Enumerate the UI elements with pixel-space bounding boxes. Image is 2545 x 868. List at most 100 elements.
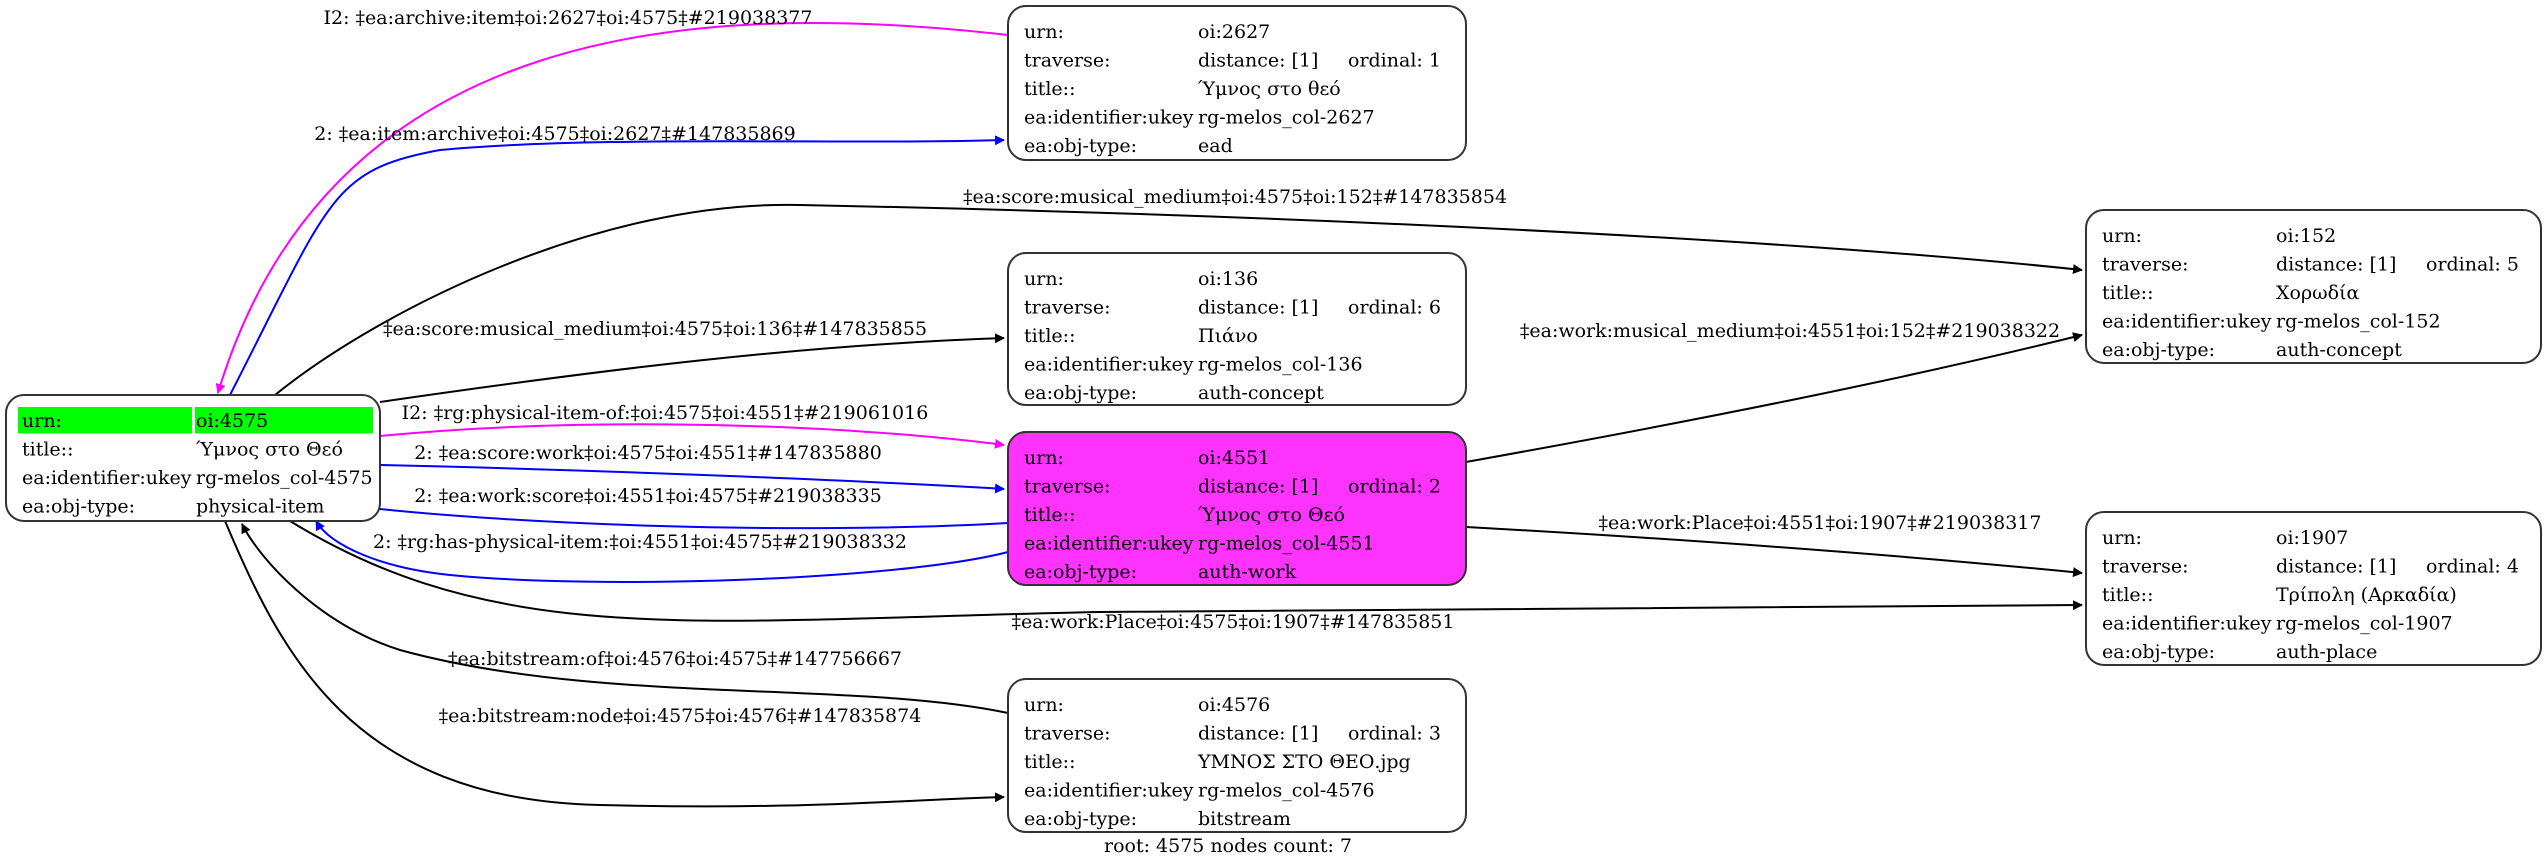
node-field-ordinal: ordinal: 2 xyxy=(1348,476,1441,498)
node-field-key: title:: xyxy=(22,439,73,461)
node-field-value: distance: [1] xyxy=(2276,254,2396,276)
graph-footer: root: 4575 nodes count: 7 xyxy=(1104,835,1352,857)
edge-line xyxy=(224,520,1005,808)
graph-edge[interactable]: 2: ‡ea:score:work‡oi:4575‡oi:4551‡#14783… xyxy=(379,442,1005,494)
graph-edge[interactable]: ‡ea:work:Place‡oi:4551‡oi:1907‡#21903831… xyxy=(1465,512,2083,578)
node-field-key: traverse: xyxy=(1024,476,1111,498)
graph-edge[interactable]: ‡ea:score:musical_medium‡oi:4575‡oi:152‡… xyxy=(274,186,2083,396)
root-highlight-key xyxy=(18,407,192,434)
node-field-key: ea:identifier:ukey xyxy=(2102,613,2272,635)
node-field-key: ea:identifier:ukey xyxy=(1024,354,1194,376)
edge-label: 2: ‡ea:score:work‡oi:4575‡oi:4551‡#14783… xyxy=(414,442,882,464)
graph-edge[interactable]: I2: ‡ea:archive:item‡oi:2627‡oi:4575‡#21… xyxy=(215,7,1009,394)
node-field-value: oi:136 xyxy=(1198,268,1258,290)
node-field-value: auth-work xyxy=(1198,561,1297,583)
graph-edge[interactable]: ‡ea:score:musical_medium‡oi:4575‡oi:136‡… xyxy=(379,318,1005,403)
edge-label: ‡ea:score:musical_medium‡oi:4575‡oi:152‡… xyxy=(963,186,1507,208)
node-field-key: urn: xyxy=(2102,527,2142,549)
node-box xyxy=(2085,511,2542,666)
graph-edge[interactable]: 2: ‡ea:item:archive‡oi:4575‡oi:2627‡#147… xyxy=(229,123,1005,396)
edge-line xyxy=(215,21,1009,394)
edge-label: 2: ‡ea:work:score‡oi:4551‡oi:4575‡#21903… xyxy=(414,485,882,507)
node-field-key: ea:obj-type: xyxy=(22,496,135,518)
node-field-value: ead xyxy=(1198,135,1233,157)
node-field-value: physical-item xyxy=(196,496,324,518)
node-field-value: Πιάνο xyxy=(1198,325,1258,347)
node-field-ordinal: ordinal: 1 xyxy=(1348,50,1441,72)
node-field-value: rg-melos_col-4575 xyxy=(196,467,373,489)
edge-label: ‡ea:bitstream:node‡oi:4575‡oi:4576‡#1478… xyxy=(439,705,922,727)
edge-label: 2: ‡ea:item:archive‡oi:4575‡oi:2627‡#147… xyxy=(314,123,795,145)
edge-label: ‡ea:score:musical_medium‡oi:4575‡oi:136‡… xyxy=(383,318,927,340)
graph-edge[interactable]: I2: ‡rg:physical-item-of:‡oi:4575‡oi:455… xyxy=(379,402,1005,449)
node-field-key: title:: xyxy=(1024,325,1075,347)
node-field-value: Τρίπολη (Αρκαδία) xyxy=(2276,584,2457,606)
edge-label: ‡ea:work:musical_medium‡oi:4551‡oi:152‡#… xyxy=(1520,320,2060,342)
node-field-key: urn: xyxy=(22,410,62,432)
edge-line xyxy=(379,333,1005,403)
node-field-key: traverse: xyxy=(1024,723,1111,745)
graph-edge[interactable]: ‡ea:work:musical_medium‡oi:4551‡oi:152‡#… xyxy=(1465,320,2083,463)
node-field-key: ea:obj-type: xyxy=(1024,808,1137,830)
edge-label: ‡ea:work:Place‡oi:4551‡oi:1907‡#21903831… xyxy=(1598,512,2041,534)
node-field-key: ea:obj-type: xyxy=(2102,641,2215,663)
node-field-ordinal: ordinal: 3 xyxy=(1348,723,1441,745)
node-field-value: rg-melos_col-1907 xyxy=(2276,613,2453,635)
node-field-value: rg-melos_col-4576 xyxy=(1198,780,1375,802)
node-field-key: title:: xyxy=(1024,751,1075,773)
node-field-value: rg-melos_col-152 xyxy=(2276,311,2441,333)
node-field-value: auth-place xyxy=(2276,641,2377,663)
node-field-key: traverse: xyxy=(2102,254,2189,276)
node-field-key: title:: xyxy=(1024,78,1075,100)
node-field-value: Ύμνος στο Θεό xyxy=(1198,504,1345,526)
node-field-key: traverse: xyxy=(1024,297,1111,319)
edge-line xyxy=(335,500,1009,530)
node-field-key: urn: xyxy=(1024,447,1064,469)
graph-edge[interactable]: 2: ‡rg:has-physical-item:‡oi:4551‡oi:457… xyxy=(315,520,1009,583)
graph-edge[interactable]: ‡ea:bitstream:of‡oi:4576‡oi:4575‡#147756… xyxy=(241,523,1009,714)
node-field-value: distance: [1] xyxy=(2276,556,2396,578)
node-box xyxy=(2085,209,2542,364)
node-field-key: traverse: xyxy=(2102,556,2189,578)
edge-line xyxy=(229,135,1005,396)
edge-line xyxy=(1465,332,2083,463)
node-field-key: urn: xyxy=(1024,21,1064,43)
node-field-value: rg-melos_col-4551 xyxy=(1198,533,1375,555)
node-box xyxy=(1007,5,1467,161)
node-field-value: auth-concept xyxy=(2276,339,2402,361)
node-field-value: Χορωδία xyxy=(2276,282,2360,304)
node-box xyxy=(1007,678,1467,833)
node-field-key: ea:identifier:ukey xyxy=(1024,533,1194,555)
node-field-value: oi:2627 xyxy=(1198,21,1270,43)
edge-line xyxy=(379,464,1005,494)
graph-edge[interactable]: ‡ea:bitstream:node‡oi:4575‡oi:4576‡#1478… xyxy=(224,520,1005,808)
node-field-value: oi:1907 xyxy=(2276,527,2348,549)
node-field-value: Ύμνος στο θεό xyxy=(1198,78,1341,100)
edges-layer: I2: ‡ea:archive:item‡oi:2627‡oi:4575‡#21… xyxy=(215,7,2083,808)
node-field-key: urn: xyxy=(2102,225,2142,247)
edge-label: 2: ‡rg:has-physical-item:‡oi:4551‡oi:457… xyxy=(373,531,907,553)
node-field-value: distance: [1] xyxy=(1198,297,1318,319)
node-field-value: rg-melos_col-2627 xyxy=(1198,107,1375,129)
node-box xyxy=(1007,252,1467,406)
edge-line xyxy=(274,203,2083,396)
edge-label: ‡ea:bitstream:of‡oi:4576‡oi:4575‡#147756… xyxy=(448,648,902,670)
node-field-value: oi:4551 xyxy=(1198,447,1270,469)
node-field-value: oi:152 xyxy=(2276,225,2336,247)
node-field-value: auth-concept xyxy=(1198,382,1324,404)
edge-label: I2: ‡rg:physical-item-of:‡oi:4575‡oi:455… xyxy=(402,402,929,424)
node-field-key: ea:identifier:ukey xyxy=(2102,311,2272,333)
node-field-value: bitstream xyxy=(1198,808,1291,830)
node-field-value: distance: [1] xyxy=(1198,723,1318,745)
node-field-key: ea:obj-type: xyxy=(2102,339,2215,361)
graph-edge[interactable]: 2: ‡ea:work:score‡oi:4551‡oi:4575‡#21903… xyxy=(335,485,1009,530)
node-field-key: traverse: xyxy=(1024,50,1111,72)
